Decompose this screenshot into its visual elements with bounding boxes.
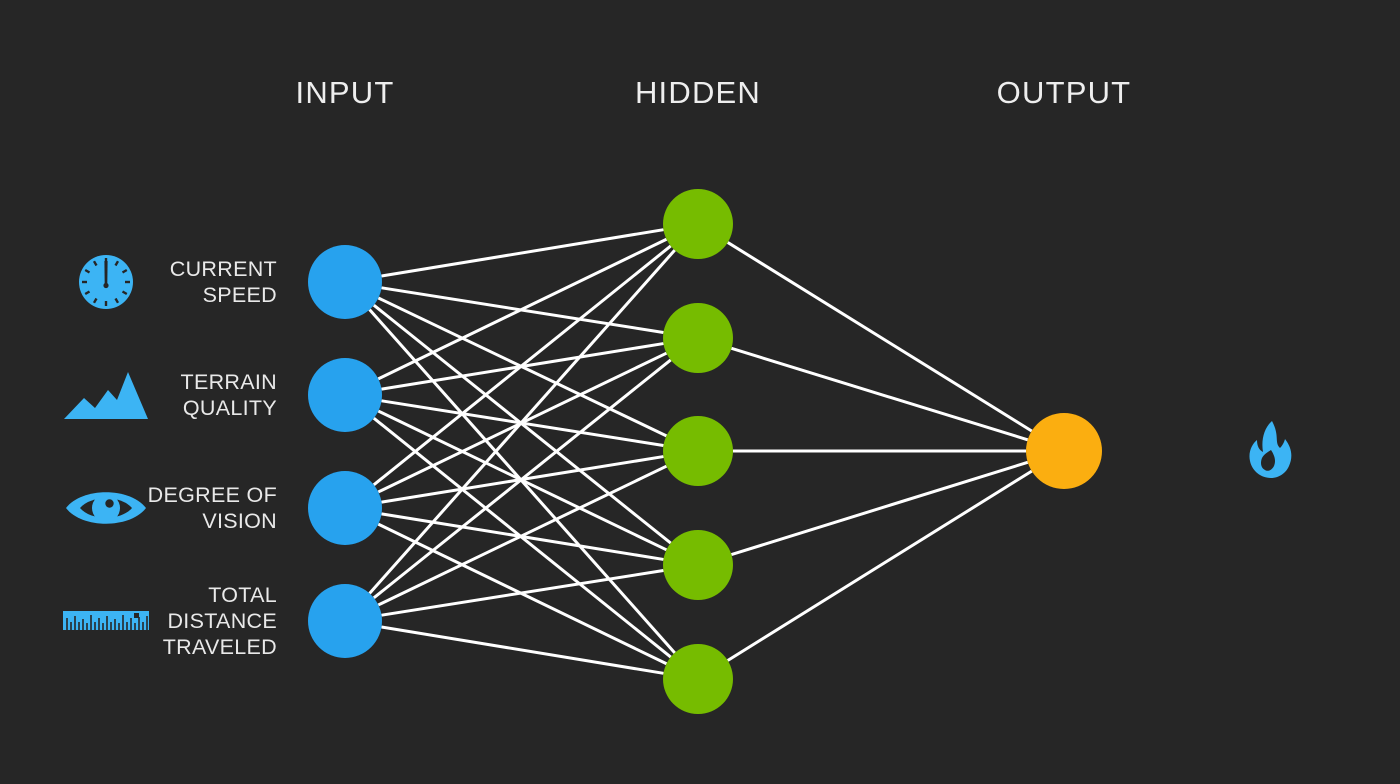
connection-edges — [368, 228, 1033, 675]
input-node-3[interactable] — [308, 471, 382, 545]
hidden-node-2[interactable] — [663, 303, 733, 373]
mountain-icon — [64, 372, 148, 419]
hidden-node-1[interactable] — [663, 189, 733, 259]
edge-hidden-1-output-1 — [726, 241, 1033, 433]
layer-title-output: OUTPUT — [997, 75, 1132, 110]
flame-icon — [1249, 421, 1292, 478]
edge-input-4-hidden-5 — [381, 625, 664, 675]
hidden-node-3[interactable] — [663, 416, 733, 486]
input-node-1[interactable] — [308, 245, 382, 319]
hidden-node-5[interactable] — [663, 644, 733, 714]
layer-titles: INPUT HIDDEN OUTPUT — [296, 75, 1132, 110]
network-nodes — [308, 189, 1102, 714]
edge-input-4-hidden-2 — [372, 358, 672, 600]
hidden-node-4[interactable] — [663, 530, 733, 600]
edge-input-4-hidden-3 — [377, 464, 668, 607]
edge-hidden-5-output-1 — [726, 469, 1033, 662]
ruler-icon — [62, 610, 150, 631]
speedometer-icon — [77, 253, 135, 311]
output-node-1[interactable] — [1026, 413, 1102, 489]
edge-hidden-4-output-1 — [730, 460, 1029, 557]
edge-input-2-hidden-1 — [377, 237, 668, 381]
edge-input-3-hidden-1 — [372, 244, 672, 486]
edge-input-4-hidden-4 — [381, 569, 664, 617]
layer-title-input: INPUT — [296, 75, 395, 110]
layer-title-hidden: HIDDEN — [635, 75, 761, 110]
edge-input-1-hidden-1 — [381, 228, 664, 278]
input-node-2[interactable] — [308, 358, 382, 432]
edge-hidden-2-output-1 — [730, 346, 1029, 442]
input-node-4[interactable] — [308, 584, 382, 658]
edge-input-4-hidden-1 — [368, 249, 676, 595]
result-icon-group — [1249, 421, 1292, 478]
feature-icons — [62, 253, 150, 631]
eye-icon — [66, 492, 146, 524]
